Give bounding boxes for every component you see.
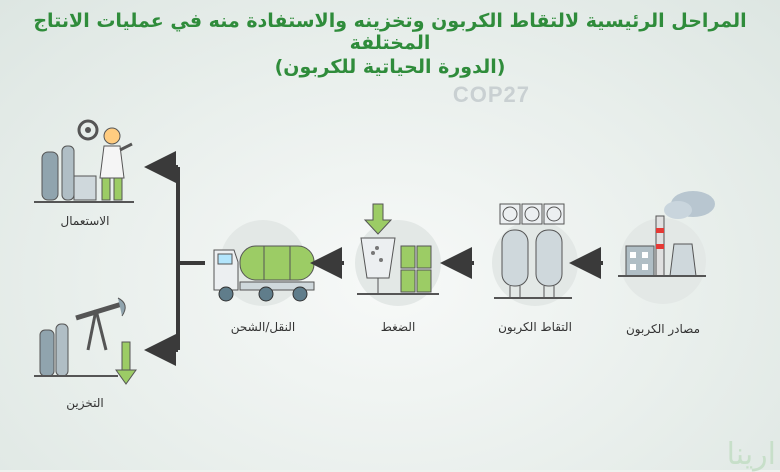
capture-unit-icon — [494, 203, 572, 299]
stage-transport: النقل/الشحن — [208, 220, 318, 334]
carbon-capture-circle — [492, 203, 578, 306]
compression-label: الضغط — [380, 320, 416, 334]
stage-storage: التخزين — [30, 290, 140, 410]
title-line-2: (الدورة الحياتية للكربون) — [274, 56, 506, 78]
compression-circle — [355, 203, 441, 306]
transport-circle — [213, 220, 315, 306]
carbon-capture-label: التقاط الكربون — [498, 320, 572, 334]
tanker-truck-icon — [213, 245, 315, 302]
compressor-icon — [357, 203, 439, 295]
storage-label: التخزين — [66, 396, 104, 410]
title-line-1: المراحل الرئيسية لالتقاط الكربون وتخزينه… — [33, 10, 747, 54]
transport-label: النقل/الشحن — [230, 320, 296, 334]
stage-use: الاستعمال — [30, 116, 140, 228]
stage-carbon-sources: مصادر الكربون — [608, 188, 718, 336]
industrial-worker-icon — [34, 119, 134, 203]
use-label: الاستعمال — [60, 214, 110, 228]
storage-illustration — [30, 290, 140, 390]
brand-logo-text: ارينا — [726, 437, 776, 472]
carbon-sources-label: مصادر الكربون — [625, 322, 701, 336]
cop27-watermark: COP27 — [452, 82, 530, 107]
oil-pump-icon — [34, 297, 137, 385]
factory-icon — [618, 191, 715, 277]
carbon-sources-circle — [618, 191, 715, 304]
stage-compression: الضغط — [343, 203, 453, 334]
use-illustration — [30, 116, 140, 206]
stage-carbon-capture: التقاط الكربون — [480, 203, 590, 334]
